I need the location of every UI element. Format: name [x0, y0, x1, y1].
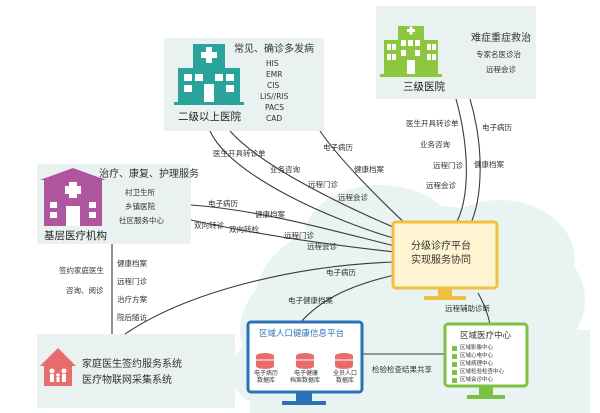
db-1-line-1: 电子病历 [254, 370, 279, 377]
edge-label-p-remote-clinic: 远程门诊 [284, 231, 314, 240]
hospital-3-icon [380, 26, 442, 77]
house-family-icon [40, 348, 76, 386]
system-emr: EMR [266, 70, 283, 79]
hospital-3-service-3: 远程会诊 [486, 65, 516, 74]
edge-label-p-remote-consult: 远程会诊 [307, 242, 337, 251]
edge-label-h3-remote-consult: 远程会诊 [426, 181, 456, 190]
edge-label-h2-consult: 业务咨询 [270, 165, 300, 174]
platform-line-2: 实现服务协同 [411, 255, 471, 266]
primary-services: 治疗、康复、护理服务 [99, 169, 199, 180]
primary-clinic-icon [40, 168, 106, 226]
regional-bullets [452, 346, 457, 383]
hospital-2-icon [174, 44, 244, 105]
system-lis-ris: LIS//RIS [260, 92, 289, 101]
edge-label-c-remote-diagnosis: 远程辅助诊断 [445, 304, 490, 313]
regional-item-3: 区域病理中心 [460, 361, 494, 367]
hospital-2-services: 常见、确诊多发病 [234, 44, 314, 55]
system-his: HIS [266, 59, 279, 68]
hospital-3-service-2: 专家名医诊治 [476, 50, 521, 59]
edge-label-h2-health: 健康档案 [354, 165, 384, 174]
edge-label-h2-referral: 医生开具转诊单 [213, 149, 266, 158]
db-1-line-2: 数据库 [257, 377, 276, 384]
edge-label-f-remote-clinic: 远程门诊 [117, 277, 147, 286]
hospital-2-title: 二级以上医院 [178, 111, 241, 123]
edge-label-h3-health: 健康档案 [474, 160, 504, 169]
regional-item-2: 区域心电中心 [460, 353, 494, 359]
edge-label-f-doctor: 签约家庭医生 [59, 266, 104, 275]
primary-item-2: 乡镇医院 [125, 202, 155, 211]
edge-label-h2-remote-consult: 远程会诊 [338, 193, 368, 202]
regional-item-4: 区域检验检查中心 [460, 369, 505, 375]
database-icon-2 [296, 353, 314, 369]
db-2-line-1: 电子健康 [294, 370, 319, 377]
regional-item-5: 区域会诊中心 [460, 377, 494, 383]
edge-label-p-referral: 双向转诊 [194, 221, 224, 230]
db-2-line-2: 档案数据库 [290, 377, 321, 384]
edge-label-p-health: 健康档案 [255, 210, 285, 219]
regional-item-1: 区域影像中心 [460, 345, 494, 351]
hospital-3-service-1: 难症重症救治 [471, 33, 531, 44]
system-pacs: PACS [265, 103, 285, 112]
connection-lines [111, 98, 491, 355]
edge-label-p-emr: 电子病历 [208, 199, 238, 208]
db-3-line-2: 数据库 [336, 377, 355, 384]
edge-label-f-treatment: 治疗方案 [117, 295, 147, 304]
edge-label-f-health: 健康档案 [117, 259, 147, 268]
edge-label-h2-emr: 电子病历 [323, 143, 353, 152]
system-cis: CIS [267, 81, 280, 90]
primary-item-1: 村卫生所 [125, 188, 155, 197]
edge-label-h3-emr: 电子病历 [482, 123, 512, 132]
regional-title: 区域医疗中心 [460, 331, 512, 341]
system-cad: CAD [266, 114, 283, 123]
edge-label-c-results: 检验检查结果共享 [372, 365, 432, 374]
edge-label-c-emr: 电子病历 [326, 268, 356, 277]
database-icon-3 [335, 353, 353, 369]
edge-label-p-check: 双向转检 [229, 225, 259, 234]
db-3-line-1: 全员人口 [333, 370, 358, 377]
population-title: 区域人口健康信息平台 [259, 329, 345, 339]
edge-label-h3-referral: 医生开具转诊单 [406, 119, 459, 128]
database-icon-1 [256, 353, 274, 369]
edge-label-f-followup: 院后随访 [117, 313, 147, 322]
primary-item-3: 社区服务中心 [119, 216, 164, 225]
edge-label-h2-remote-clinic: 远程门诊 [308, 180, 338, 189]
family-line-2: 医疗物联网采集系统 [82, 375, 172, 386]
platform-line-1: 分级诊疗平台 [411, 241, 471, 252]
edge-label-h3-consult: 业务咨询 [420, 140, 450, 149]
edge-label-h3-remote-clinic: 远程门诊 [433, 161, 463, 170]
edge-label-c-health: 电子健康档案 [288, 296, 333, 305]
primary-title: 基层医疗机构 [44, 230, 107, 242]
edge-label-f-consult: 咨询、阅诊 [66, 286, 104, 295]
platform-monitor [391, 220, 499, 300]
family-line-1: 家庭医生签约服务系统 [82, 359, 182, 370]
regional-monitor [443, 322, 529, 399]
hospital-3-title: 三级医院 [403, 81, 445, 93]
